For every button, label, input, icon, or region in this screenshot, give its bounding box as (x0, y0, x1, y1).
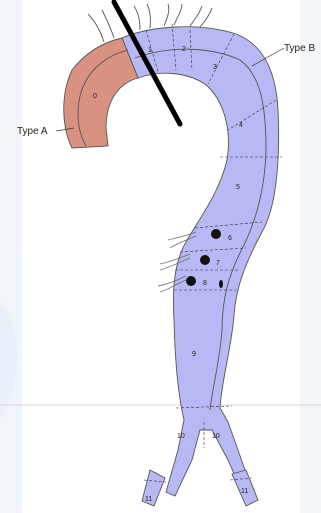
zone-label-9: 9 (192, 351, 196, 358)
zone-label-11-left: 11 (145, 496, 152, 503)
zone-label-2: 2 (182, 46, 186, 53)
aorta-type-a-region (64, 38, 138, 148)
zone-label-5: 5 (236, 184, 240, 191)
zone-label-4: 4 (239, 122, 243, 129)
zone-label-10-left: 10 (177, 433, 185, 440)
type-a-label: Type A (17, 126, 48, 137)
type-b-label: Type B (284, 43, 315, 54)
zone-label-3: 3 (213, 64, 217, 71)
zone-label-10-right: 10 (212, 433, 220, 440)
zone-label-8: 8 (203, 280, 207, 287)
zone-label-1: 1 (148, 47, 152, 54)
zone-label-6: 6 (228, 235, 232, 242)
zone-label-11-right: 11 (241, 488, 248, 495)
zone-label-0: 0 (93, 93, 97, 100)
zone-label-7: 7 (216, 260, 220, 267)
